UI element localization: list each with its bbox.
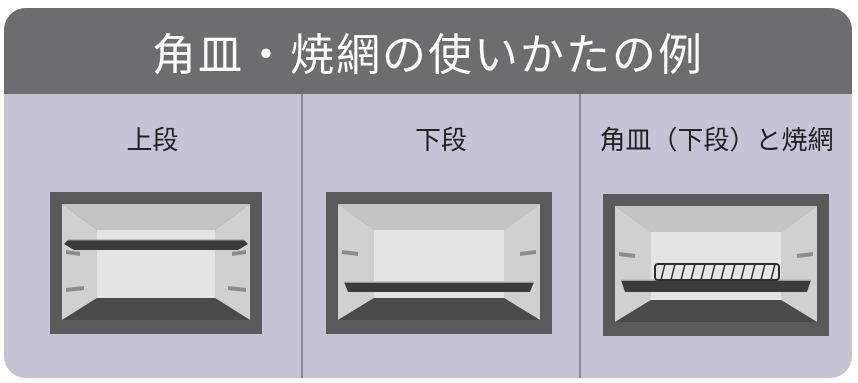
column-label-lower: 下段 [414,126,467,156]
square-tray [64,240,248,250]
column-label-tray-and-grill: 角皿（下段）と焼網 [599,126,834,156]
square-tray [344,282,534,292]
oven-ceiling [62,204,250,230]
rail-right-lower [228,286,246,292]
column-lower: 下段 [303,94,579,378]
usage-example-card: 角皿・焼網の使いかたの例 上段 下段 [4,8,852,378]
oven-floor [62,298,250,320]
header-bar: 角皿・焼網の使いかたの例 [4,8,852,94]
oven-floor [615,300,817,322]
oven-tray-and-grill-illustration [603,194,829,336]
rail-left-lower [66,286,84,292]
rail-right-upper [232,250,246,256]
oven-left-wall [615,206,651,322]
oven-right-wall [781,206,817,322]
rail-right-upper [520,250,536,256]
column-tray-and-grill: 角皿（下段）と焼網 [581,94,852,378]
rail-left-upper [619,252,635,258]
rail-left-upper [66,250,80,256]
oven-ceiling [615,206,817,232]
oven-floor [338,298,540,320]
oven-upper-tray-illustration [50,192,262,334]
column-divider [301,94,303,378]
column-label-upper: 上段 [126,126,179,156]
rail-right-upper [797,252,813,258]
column-upper: 上段 [4,94,301,378]
oven-ceiling [338,204,540,230]
square-tray [621,280,811,292]
column-divider [579,94,581,378]
rail-left-upper [342,250,358,256]
grill-rack [654,263,780,281]
page-title: 角皿・焼網の使いかたの例 [152,30,704,81]
oven-lower-tray-illustration [326,192,552,334]
